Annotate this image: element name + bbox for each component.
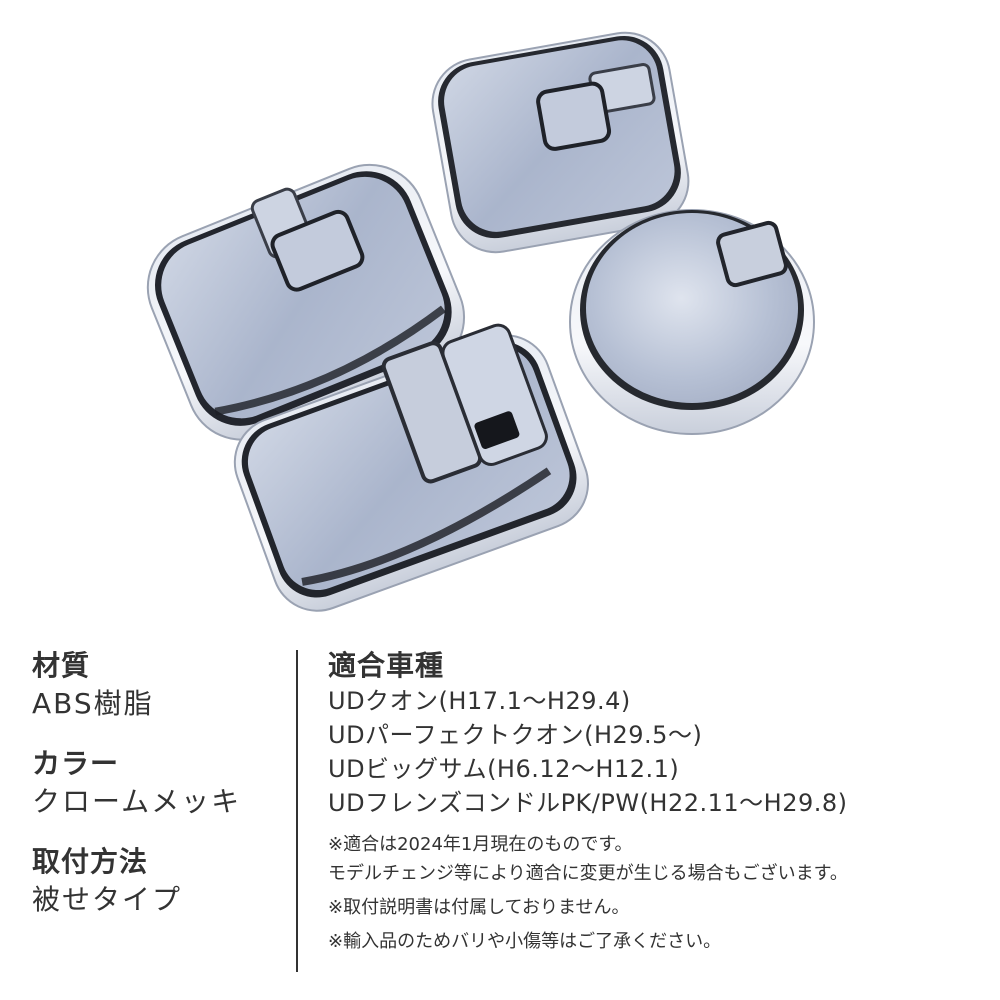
compatible-models-list: UDクオン(H17.1～H29.4) UDパーフェクトクオン(H29.5～) U… — [328, 684, 988, 820]
note-model-change: モデルチェンジ等により適合に変更が生じる場合もございます。 — [328, 863, 848, 884]
compatibility-label: 適合車種 — [328, 649, 445, 682]
round-mirror-cover-right — [569, 209, 815, 435]
compatible-model: UDフレンズコンドルPK/PW(H22.11～H29.8) — [328, 789, 848, 817]
note-no-manual: ※取付説明書は付属しておりません。 — [328, 897, 630, 918]
compatibility-section: 適合車種 UDクオン(H17.1～H29.4) UDパーフェクトクオン(H29.… — [328, 648, 988, 956]
notes: ※適合は2024年1月現在のものです。 モデルチェンジ等により適合に変更が生じる… — [328, 830, 988, 956]
color-label: カラー — [32, 747, 120, 780]
product-photo — [146, 31, 815, 612]
rectangular-mirror-cover-bottom — [233, 323, 589, 612]
mounting-label: 取付方法 — [32, 845, 149, 878]
material-value: ABS樹脂 — [32, 687, 154, 720]
large-rectangular-mirror-cover-left — [146, 163, 466, 441]
note-imported-defects: ※輸入品のためバリや小傷等はご了承ください。 — [328, 931, 722, 952]
material-spec: 材質 ABS樹脂 — [32, 648, 292, 724]
spec-left-column: 材質 ABS樹脂 カラー クロームメッキ 取付方法 被せタイプ — [32, 648, 292, 942]
material-label: 材質 — [32, 649, 91, 682]
compatible-model: UDパーフェクトクオン(H29.5～) — [328, 721, 703, 749]
compatible-model: UDクオン(H17.1～H29.4) — [328, 687, 631, 715]
mounting-value: 被せタイプ — [32, 883, 183, 916]
compatible-model: UDビッグサム(H6.12～H12.1) — [328, 755, 680, 783]
mounting-spec: 取付方法 被せタイプ — [32, 844, 292, 920]
color-spec: カラー クロームメッキ — [32, 746, 292, 822]
color-value: クロームメッキ — [32, 785, 242, 818]
note-compatibility-date: ※適合は2024年1月現在のものです。 — [328, 834, 633, 855]
square-mirror-cover-top — [431, 31, 690, 254]
column-divider — [296, 650, 298, 972]
